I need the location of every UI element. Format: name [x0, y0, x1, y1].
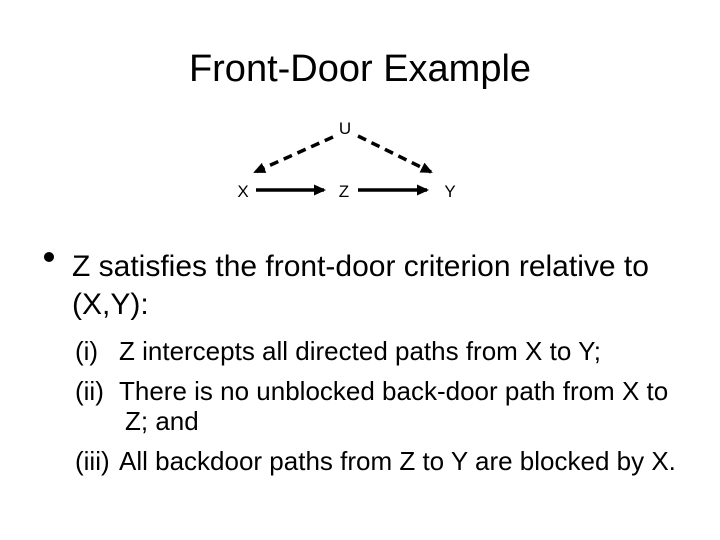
node-label-y: Y [444, 182, 455, 201]
edge-u-to-x-dashed [253, 135, 334, 174]
criterion-iii-label: (iii) [75, 446, 110, 476]
node-label-z: Z [339, 182, 349, 201]
criterion-ii-text-line-2: Z; and [125, 406, 199, 436]
causal-diagram: U X Z Y [237, 119, 455, 201]
criterion-i-text: Z intercepts all directed paths from X t… [119, 336, 601, 366]
bullet-icon [44, 252, 54, 262]
bullet-text-line-2: (X,Y): [72, 288, 149, 321]
criterion-iii-text: All backdoor paths from Z to Y are block… [119, 446, 676, 476]
bullet-text-line-1: Z satisfies the front-door criterion rel… [72, 250, 649, 283]
criterion-ii-label: (ii) [75, 376, 104, 406]
edge-u-to-y-dashed [357, 134, 433, 174]
criterion-ii-text-line-1: There is no unblocked back-door path fro… [119, 376, 669, 406]
node-label-u: U [339, 119, 351, 138]
node-label-x: X [237, 182, 248, 201]
criterion-i-label: (i) [75, 336, 99, 366]
slide-title: Front-Door Example [188, 48, 532, 90]
